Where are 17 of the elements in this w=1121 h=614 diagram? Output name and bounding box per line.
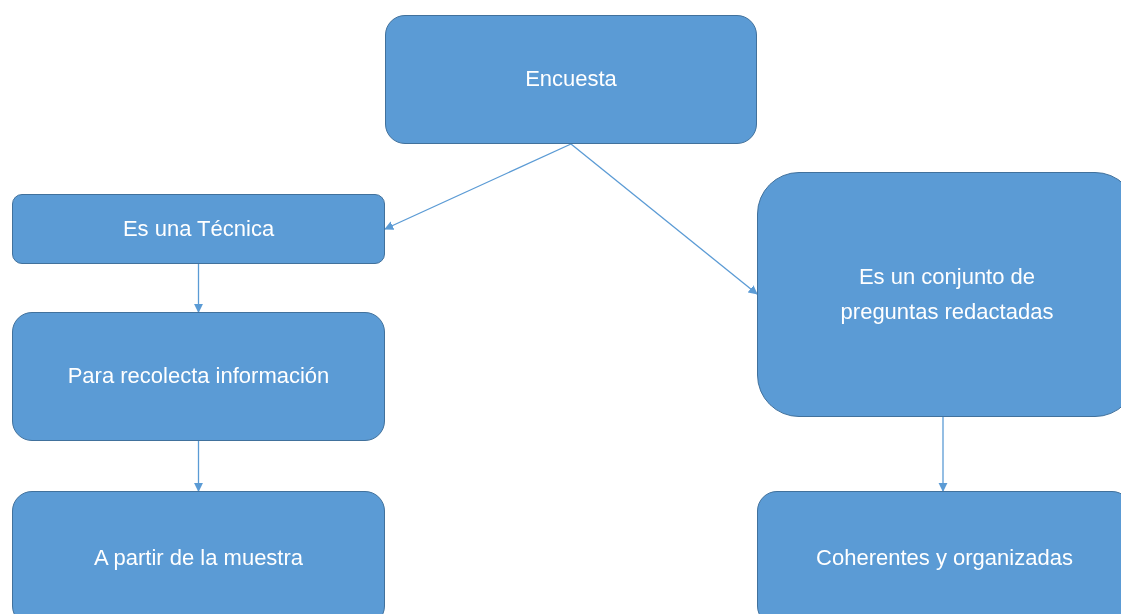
process-box [12, 194, 385, 264]
arrow [384, 143, 572, 230]
node-label: Encuesta [525, 65, 617, 94]
process-box [12, 491, 385, 614]
node-label: Coherentes y organizadas [816, 544, 1073, 573]
node-label: A partir de la muestra [93, 544, 304, 573]
node-label: Es una Técnica [122, 214, 275, 243]
process-box [757, 491, 1121, 614]
arrow [570, 143, 758, 295]
process-box [12, 312, 385, 441]
node-label: Es un conjunto de preguntas redactadas [839, 263, 1055, 326]
arrow [193, 440, 204, 492]
process-box [385, 15, 757, 144]
arrow [938, 416, 948, 492]
node-label: Para recolecta información [67, 362, 330, 391]
arrow [193, 263, 204, 313]
process-box [757, 172, 1121, 417]
